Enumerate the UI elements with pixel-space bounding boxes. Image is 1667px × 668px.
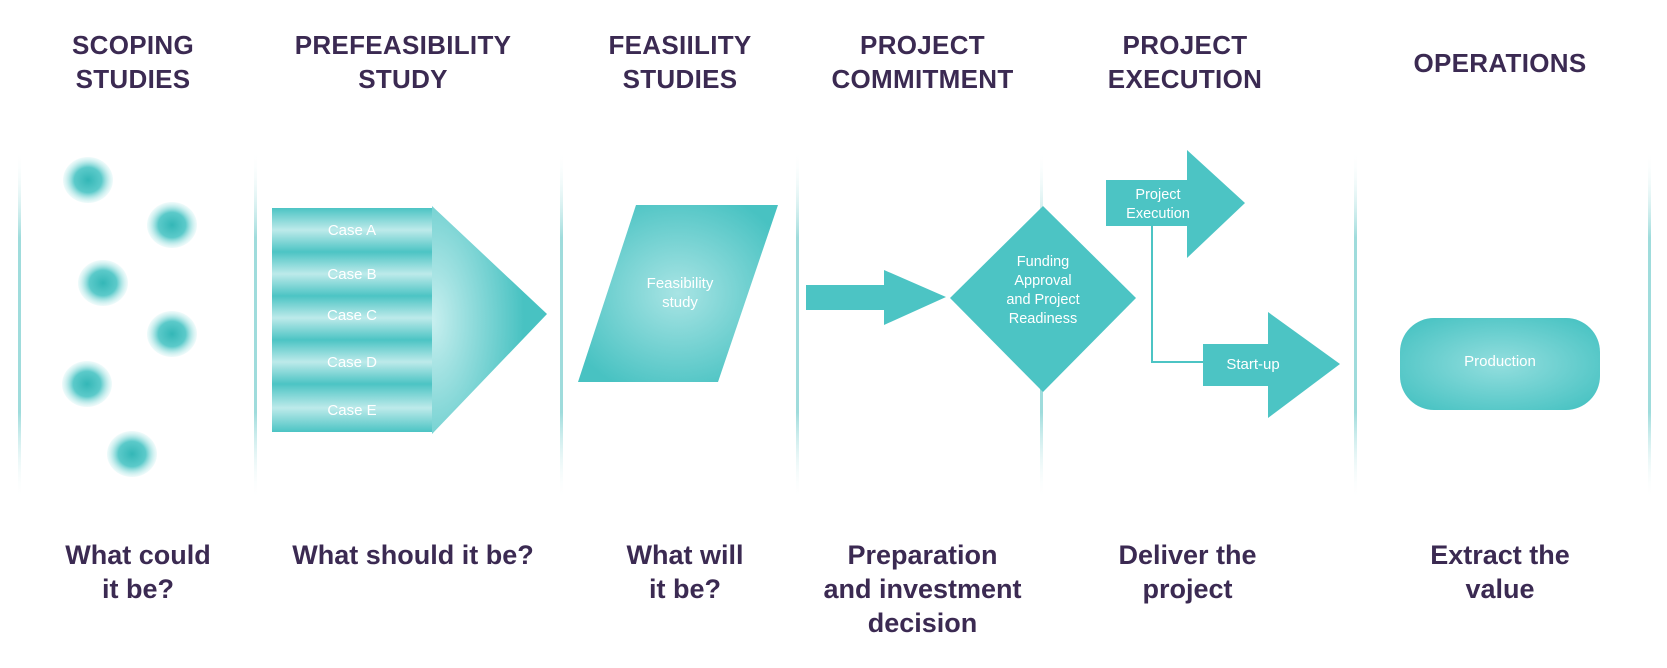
stage-title-feasibility: FEASIILITY STUDIES <box>608 30 752 94</box>
project-execution-label: Project Execution <box>1126 187 1190 222</box>
scoping-ideas <box>62 157 197 477</box>
divider-line <box>18 150 21 500</box>
case-band <box>272 208 432 252</box>
idea-blob <box>147 311 197 357</box>
divider-line <box>254 150 257 500</box>
startup-label: Start-up <box>1226 356 1280 373</box>
stage-title-scoping: SCOPING STUDIES <box>71 30 194 94</box>
execution-flow <box>1106 150 1340 418</box>
startup-arrow <box>1203 312 1340 418</box>
funding-diamond <box>950 206 1136 392</box>
stage-caption-operations: Extract the value <box>1430 540 1570 604</box>
case-band <box>272 252 432 296</box>
stage-title-commitment: PROJECT COMMITMENT <box>831 30 1014 94</box>
stage-title-operations: OPERATIONS <box>1413 48 1587 78</box>
funding-label: Funding Approval and Project Readiness <box>1006 254 1080 327</box>
stage-caption-feasibility: What will it be? <box>626 540 744 604</box>
case-label-b: Case B <box>327 266 377 283</box>
cases-arrow <box>272 206 547 434</box>
stage-title-execution: PROJECT EXECUTION <box>1107 30 1263 94</box>
case-band <box>272 296 432 340</box>
idea-blob <box>147 202 197 248</box>
divider-line <box>1648 150 1651 500</box>
project-execution-arrow <box>1106 150 1245 258</box>
idea-blob <box>63 157 113 203</box>
feasibility-study-label: Feasibility study <box>646 275 714 311</box>
case-label-d: Case D <box>326 354 378 371</box>
stage-caption-execution: Deliver the project <box>1118 540 1257 604</box>
case-label-e: Case E <box>327 402 377 419</box>
execution-connector <box>1151 220 1205 363</box>
stage-caption-scoping: What could it be? <box>65 540 211 604</box>
production-label: Production <box>1464 353 1536 370</box>
production-box <box>1400 318 1600 410</box>
divider-line <box>1354 150 1357 500</box>
case-band <box>272 384 432 432</box>
idea-blob <box>62 361 112 407</box>
case-band <box>272 340 432 384</box>
divider-line <box>796 150 799 500</box>
stage-dividers <box>18 150 1651 500</box>
stage-title-prefeasibility: PREFEASIBILITY STUDY <box>294 30 512 94</box>
idea-blob <box>78 260 128 306</box>
feasibility-shape <box>578 205 778 382</box>
stage-caption-prefeasibility: What should it be? <box>292 540 534 570</box>
divider-line <box>560 150 563 500</box>
idea-blob <box>107 431 157 477</box>
cases-arrow-head <box>432 206 547 434</box>
case-label-c: Case C <box>326 307 378 324</box>
case-label-a: Case A <box>327 222 377 239</box>
stage-caption-commitment: Preparation and investment decision <box>823 540 1022 638</box>
commitment-arrow <box>806 270 946 325</box>
